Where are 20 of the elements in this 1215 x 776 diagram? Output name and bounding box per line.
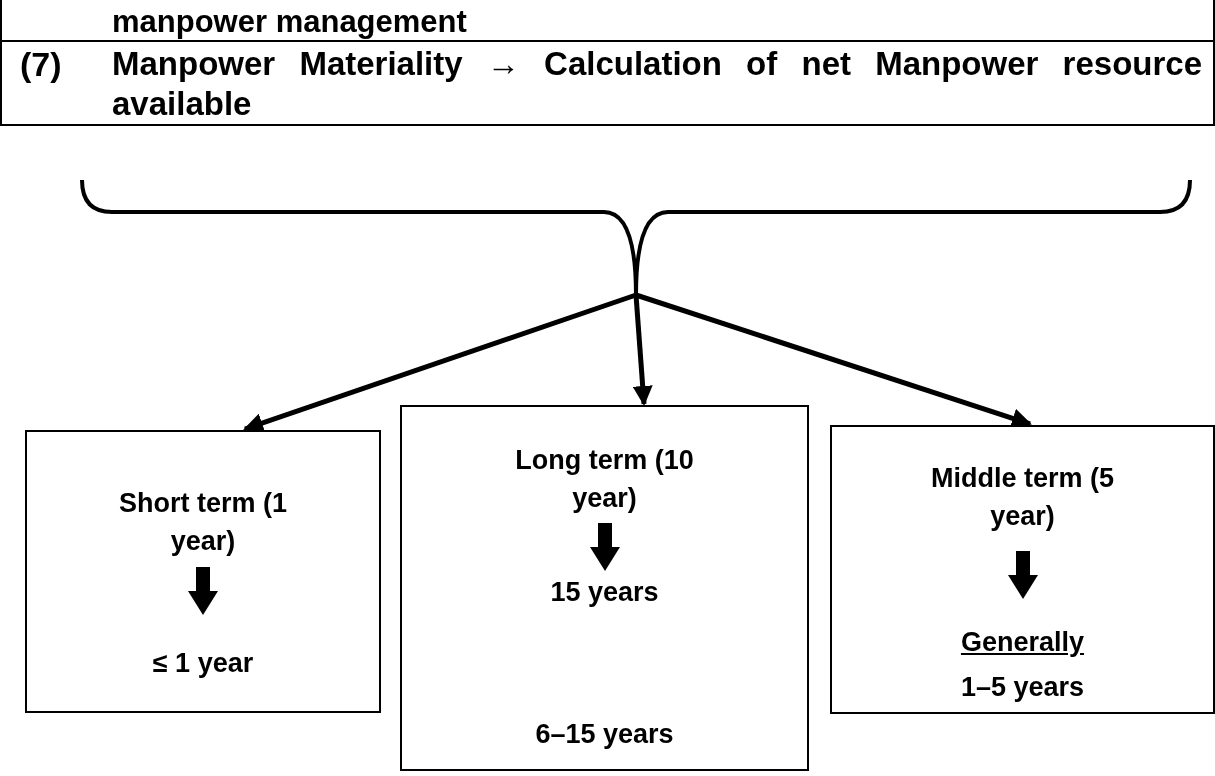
term-heading: Middle term (5 year)	[930, 462, 1115, 533]
table-row	[0, 0, 1215, 42]
arrow	[632, 294, 653, 406]
term-heading: Long term (10 year)	[514, 444, 695, 515]
item-number: (7)	[20, 44, 63, 84]
term-duration: 6–15 years	[534, 718, 675, 751]
curly-brace	[80, 178, 1192, 295]
arrow	[243, 292, 637, 433]
arrow	[635, 292, 1032, 428]
term-box	[400, 405, 809, 771]
row-text: manpower management	[112, 3, 468, 41]
term-box	[830, 425, 1215, 714]
term-duration: 15 years	[549, 576, 660, 609]
term-heading: Short term (1 year)	[118, 487, 288, 558]
term-duration: Generally	[959, 626, 1086, 659]
row-text: Manpower Materiality → Calculation of net Manpower resource available	[112, 44, 1202, 124]
table-row	[0, 40, 1215, 126]
term-duration: ≤ 1 year	[151, 647, 255, 680]
term-box	[25, 430, 381, 713]
term-duration: 1–5 years	[959, 671, 1086, 704]
